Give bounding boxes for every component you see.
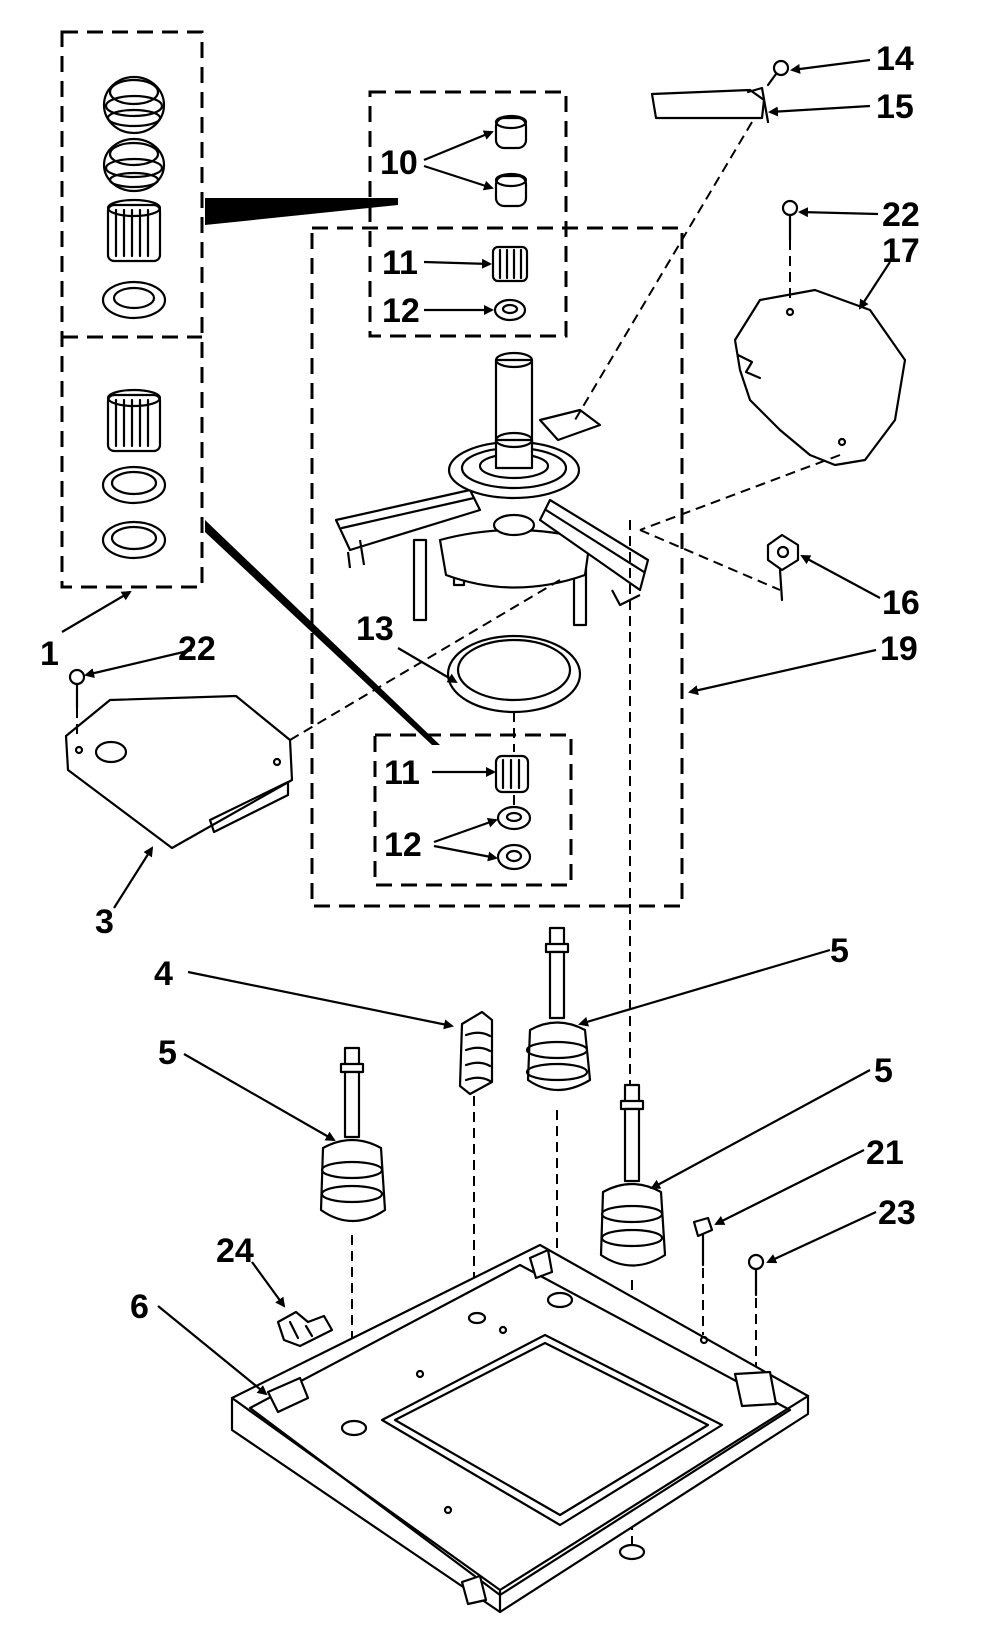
part-16-nut bbox=[766, 533, 800, 602]
part-22-screw-right bbox=[781, 199, 799, 302]
part-5-strut-right bbox=[599, 1083, 667, 1545]
callout-24: 24 bbox=[216, 1232, 254, 1270]
callout-1: 1 bbox=[40, 635, 59, 673]
leader-15 bbox=[768, 104, 871, 117]
leader-6 bbox=[157, 1305, 268, 1396]
part-10-bushing-lower bbox=[494, 172, 528, 208]
callout-12-lower: 12 bbox=[384, 826, 422, 864]
leader-1 bbox=[61, 590, 132, 633]
part-23-bolt bbox=[747, 1253, 765, 1375]
leader-5-center bbox=[578, 948, 831, 1027]
leader-12-lower-a bbox=[433, 817, 498, 844]
callout-17: 17 bbox=[882, 232, 920, 270]
kit-1-bearing-a bbox=[102, 75, 166, 135]
part-12-washer-lower-b bbox=[496, 843, 532, 871]
leader-22-right bbox=[798, 207, 879, 218]
callout-16: 16 bbox=[882, 584, 920, 622]
bearing-group-top bbox=[368, 90, 568, 338]
kit-1-pointer-wedge-lower bbox=[205, 520, 440, 745]
callout-14: 14 bbox=[876, 40, 914, 78]
leader-12-lower-b bbox=[433, 844, 498, 862]
callout-19: 19 bbox=[880, 630, 918, 668]
callout-21: 21 bbox=[866, 1134, 904, 1172]
kit-1-washer bbox=[101, 280, 167, 320]
callout-labels: 1 3 4 5 5 5 6 10 11 12 11 12 13 14 15 16… bbox=[40, 40, 920, 1326]
bracket-guide-line bbox=[574, 121, 753, 421]
callout-5-right: 5 bbox=[874, 1052, 893, 1090]
part-4-spring bbox=[458, 1010, 494, 1310]
kit-1-pointer-wedge-upper bbox=[205, 198, 398, 225]
leader-14 bbox=[790, 58, 871, 74]
callout-4: 4 bbox=[154, 955, 173, 993]
kit-1-dashed-box bbox=[60, 30, 204, 589]
part-5-strut-left bbox=[319, 1046, 387, 1410]
part-21-bolt bbox=[692, 1216, 714, 1335]
callout-5-center: 5 bbox=[830, 932, 849, 970]
leader-10-lower bbox=[423, 164, 494, 191]
transmission-hub-assembly bbox=[334, 351, 650, 627]
part-13-drive-ring bbox=[446, 634, 582, 714]
callout-12-upper: 12 bbox=[382, 292, 420, 330]
bearing-group-lower bbox=[373, 733, 573, 887]
part-11-bearing-lower bbox=[494, 754, 530, 794]
callout-10: 10 bbox=[380, 144, 418, 182]
bearing-top-dashed-box bbox=[368, 90, 568, 338]
leader-23 bbox=[766, 1211, 877, 1264]
leader-3 bbox=[113, 846, 154, 909]
callout-3: 3 bbox=[95, 903, 114, 941]
callout-23: 23 bbox=[878, 1194, 916, 1232]
leader-21 bbox=[714, 1149, 865, 1225]
kit-1-splined-gear-2 bbox=[106, 388, 162, 453]
part-3-cover-plate bbox=[64, 694, 294, 850]
leader-10-upper bbox=[423, 130, 494, 162]
part-12-washer-upper bbox=[493, 298, 527, 322]
kit-1-bearing-b bbox=[102, 137, 166, 193]
leader-22-left bbox=[84, 648, 193, 679]
shield-guide-line bbox=[639, 454, 841, 531]
kit-1-splined-gear bbox=[106, 198, 162, 263]
assembly-19-dashed-box bbox=[310, 226, 684, 908]
part-11-bearing-upper bbox=[491, 245, 529, 283]
callout-5-left: 5 bbox=[158, 1034, 177, 1072]
callout-6: 6 bbox=[130, 1288, 149, 1326]
leader-24 bbox=[251, 1261, 286, 1308]
part-14-screw bbox=[766, 59, 790, 87]
part-6-base-frame bbox=[230, 1243, 810, 1614]
leader-13 bbox=[397, 647, 458, 684]
plate-guide-line bbox=[289, 579, 561, 741]
leader-5-right bbox=[650, 1069, 871, 1189]
kit-1-ring-a bbox=[101, 465, 167, 505]
part-5-strut-center bbox=[525, 926, 592, 1285]
callout-22-right: 22 bbox=[882, 196, 920, 234]
callout-22-left: 22 bbox=[178, 630, 216, 668]
leader-16 bbox=[800, 555, 881, 599]
kit-1-group bbox=[60, 30, 204, 589]
leader-5-left bbox=[183, 1053, 336, 1141]
callout-11-upper: 11 bbox=[382, 244, 418, 282]
part-12-washer-lower-a bbox=[496, 805, 532, 831]
part-22-screw-left bbox=[68, 668, 86, 735]
callout-15: 15 bbox=[876, 88, 914, 126]
callout-13: 13 bbox=[356, 610, 394, 648]
part-24-clip bbox=[276, 1310, 334, 1348]
kit-1-ring-b bbox=[101, 520, 167, 560]
leader-17 bbox=[858, 261, 891, 310]
callout-11-lower: 11 bbox=[384, 754, 420, 792]
part-10-bushing-upper bbox=[494, 114, 528, 150]
part-15-bracket bbox=[650, 86, 770, 124]
leader-19 bbox=[688, 648, 877, 696]
leader-4 bbox=[187, 970, 454, 1030]
nut-guide-line bbox=[639, 529, 781, 591]
leader-11-upper bbox=[423, 258, 492, 269]
part-17-shield bbox=[733, 288, 907, 467]
leader-lines bbox=[61, 58, 891, 1396]
